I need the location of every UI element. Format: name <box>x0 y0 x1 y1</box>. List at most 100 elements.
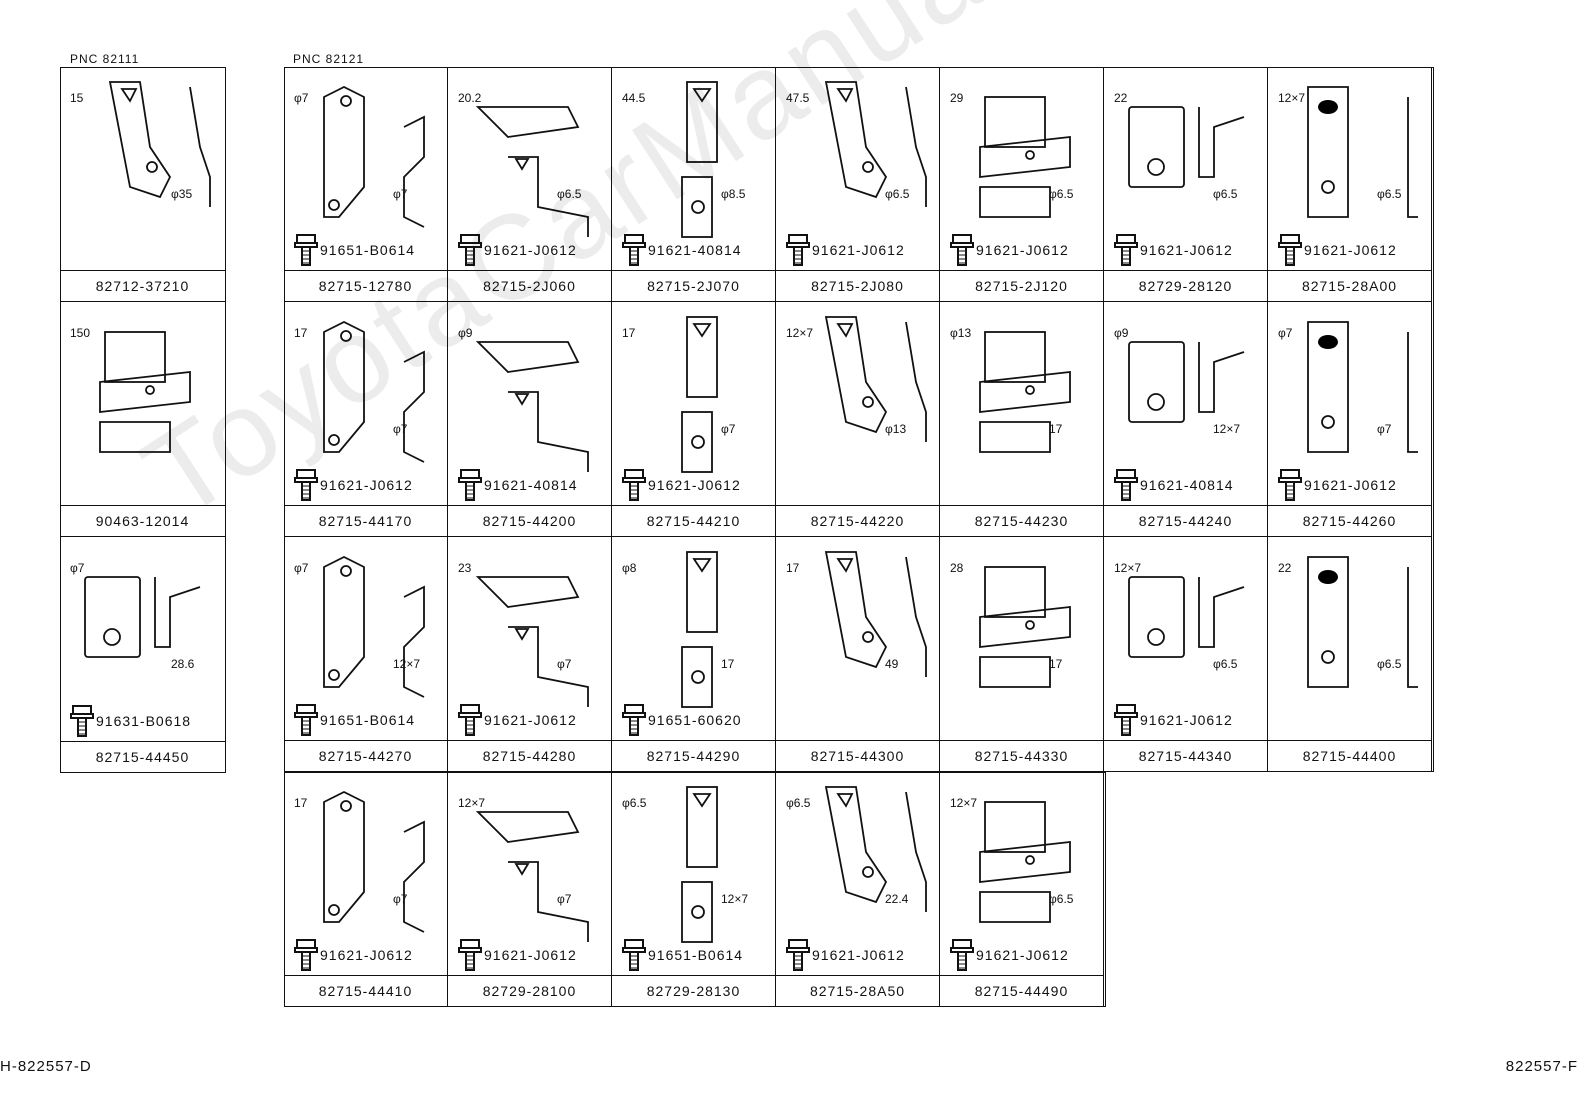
bolt-part-number: 91621-J0612 <box>976 242 1069 258</box>
bracket-drawing <box>824 551 927 677</box>
dimension-label: 22 <box>1278 561 1292 575</box>
part-drawing <box>448 302 611 506</box>
bolt-icon <box>458 939 482 971</box>
part-number: 82715-44490 <box>940 975 1103 1006</box>
dimension-label: φ8.5 <box>721 187 746 201</box>
dimension-label: φ9 <box>1114 326 1129 340</box>
part-drawing <box>1104 302 1267 506</box>
part-number: 82715-28A00 <box>1268 270 1431 301</box>
part-number: 82715-44450 <box>60 741 225 772</box>
dimension-label: φ6.5 <box>1049 187 1074 201</box>
bolt-part-number: 91621-J0612 <box>1140 242 1233 258</box>
part-drawing <box>1104 537 1267 741</box>
part-number: 82715-44230 <box>940 505 1103 536</box>
bracket-drawing <box>824 81 927 207</box>
bolt-icon <box>950 939 974 971</box>
part-drawing <box>776 537 939 741</box>
dimension-label: 15 <box>70 91 84 105</box>
bracket-drawing <box>323 790 425 933</box>
part-drawing <box>60 537 225 742</box>
part-number: 82715-44280 <box>448 740 611 771</box>
dimension-label: φ6.5 <box>557 187 582 201</box>
dimension-label: φ35 <box>171 187 193 201</box>
part-drawing <box>448 67 611 271</box>
bolt-callout: 91621-J0612 <box>1114 233 1233 267</box>
dimension-label: φ6.5 <box>1049 892 1074 906</box>
bracket-drawing <box>1307 321 1418 453</box>
dimension-label: 22.4 <box>885 892 909 906</box>
dimension-label: φ7 <box>1278 326 1293 340</box>
part-drawing <box>284 302 447 506</box>
bolt-part-number: 91621-J0612 <box>320 947 413 963</box>
part-drawing <box>612 772 775 976</box>
part-number: 82715-44240 <box>1104 505 1267 536</box>
part-drawing <box>940 67 1103 271</box>
part-number: 82715-44400 <box>1268 740 1431 771</box>
bolt-icon <box>622 234 646 266</box>
bracket-drawing <box>475 576 589 707</box>
bolt-callout: 91621-J0612 <box>622 468 741 502</box>
part-drawing <box>776 302 939 506</box>
bolt-callout: 91621-J0612 <box>458 938 577 972</box>
bolt-icon <box>294 469 318 501</box>
bolt-callout: 91621-40814 <box>1114 468 1234 502</box>
dimension-label: φ13 <box>885 422 907 436</box>
bolt-callout: 91651-B0614 <box>622 938 743 972</box>
bracket-drawing <box>979 96 1071 218</box>
part-number: 82729-28130 <box>612 975 775 1006</box>
dimension-label: φ6.5 <box>1377 657 1402 671</box>
part-number: 82715-44170 <box>284 505 447 536</box>
part-drawing <box>284 67 447 271</box>
bolt-callout: 91621-40814 <box>458 468 578 502</box>
bolt-part-number: 91631-B0618 <box>96 713 192 729</box>
part-drawing <box>776 67 939 271</box>
bolt-callout: 91631-B0618 <box>70 704 191 738</box>
dimension-label: 12×7 <box>1213 422 1241 436</box>
diagram-code-right: 822557-F <box>1505 1058 1578 1075</box>
part-number: 82715-44300 <box>776 740 939 771</box>
bolt-part-number: 91651-B0614 <box>320 242 416 258</box>
dimension-label: φ7 <box>294 91 309 105</box>
bolt-icon <box>622 939 646 971</box>
bracket-drawing <box>1307 86 1418 218</box>
dimension-label: 150 <box>70 326 91 340</box>
dimension-label: φ6.5 <box>1213 657 1238 671</box>
bolt-part-number: 91621-J0612 <box>812 242 905 258</box>
bracket-drawing <box>979 331 1071 453</box>
part-number: 82715-2J120 <box>940 270 1103 301</box>
bolt-callout: 91621-J0612 <box>458 703 577 737</box>
dimension-label: 44.5 <box>622 91 646 105</box>
dimension-label: φ7 <box>557 657 572 671</box>
part-number: 82715-2J060 <box>448 270 611 301</box>
bolt-callout: 91651-B0614 <box>294 703 415 737</box>
part-number: 82715-2J080 <box>776 270 939 301</box>
dimension-label: 17 <box>294 796 308 810</box>
dimension-label: 49 <box>885 657 899 671</box>
dimension-label: φ7 <box>557 892 572 906</box>
bolt-part-number: 91621-40814 <box>484 477 578 493</box>
bolt-callout: 91621-J0612 <box>950 233 1069 267</box>
dimension-label: φ13 <box>950 326 972 340</box>
part-drawing <box>612 67 775 271</box>
dimension-label: 12×7 <box>1278 91 1306 105</box>
bolt-callout: 91621-J0612 <box>1278 233 1397 267</box>
bolt-callout: 91621-J0612 <box>458 233 577 267</box>
bolt-part-number: 91621-40814 <box>648 242 742 258</box>
bolt-icon <box>786 939 810 971</box>
bolt-icon <box>622 704 646 736</box>
dimension-label: φ7 <box>721 422 736 436</box>
bolt-icon <box>1114 704 1138 736</box>
dimension-label: φ9 <box>458 326 473 340</box>
